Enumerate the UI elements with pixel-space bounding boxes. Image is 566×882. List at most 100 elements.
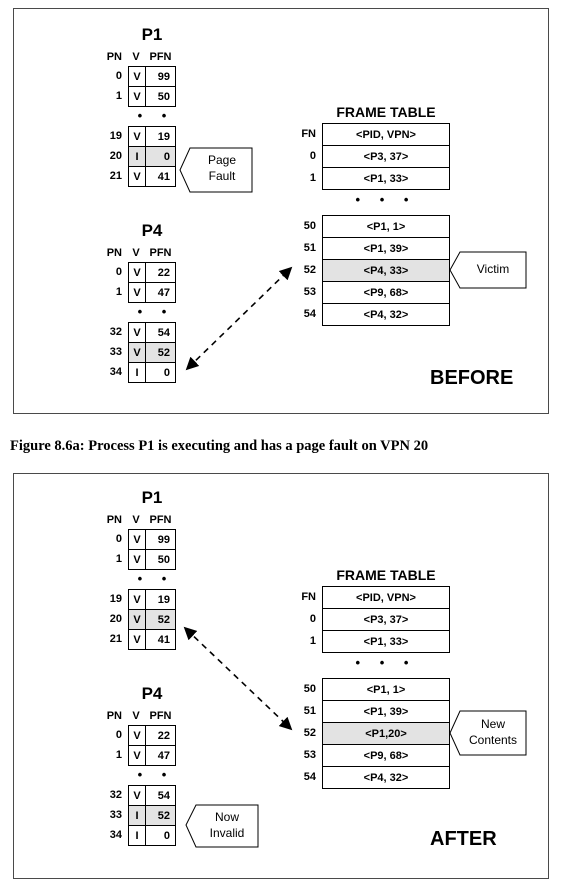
after-p4-valid-bit: I	[129, 826, 146, 845]
after-state-label: AFTER	[430, 828, 497, 850]
before-frame_table-frame-number: 52	[303, 264, 316, 276]
after-frame_table-frame-entry: <P1, 33>	[322, 630, 450, 653]
after-p1-page-number: 21	[109, 633, 122, 645]
after-frame_table-frame-number: 50	[303, 683, 316, 695]
before-frame_table-frame-entry: <P1, 39>	[322, 237, 450, 260]
before-p4-title: P4	[141, 221, 163, 240]
before-p1-pn-header: PN	[106, 51, 122, 63]
after-p1-pfn-value: 99	[157, 533, 170, 546]
after-p4-pfn-value: 0	[163, 829, 170, 842]
before-p4-pfn-value: 54	[157, 326, 170, 339]
after-p4-title: P4	[141, 684, 163, 703]
before-frame_table-title: FRAME TABLE	[336, 104, 436, 120]
before-p4-valid-bit: V	[129, 343, 146, 362]
after-p4-page-number: 32	[109, 789, 122, 801]
after-frame_table-title: FRAME TABLE	[336, 567, 436, 583]
after-p1-valid-bit: V	[129, 610, 146, 629]
before-state-label: BEFORE	[430, 367, 514, 389]
after-frame_table-frame-number: 51	[303, 705, 316, 717]
after-p4-valid-bit: V	[129, 746, 146, 765]
after-p1-title: P1	[141, 488, 163, 507]
after-p4-page-number: 0	[115, 729, 122, 741]
after-p1-pn-header: PN	[106, 514, 122, 526]
after-p1-valid-bit: V	[129, 530, 146, 549]
before-p4-pfn-value: 0	[163, 366, 170, 379]
after-new-contents-callout: New Contents	[468, 717, 518, 747]
before-p1-pfn-value: 0	[163, 150, 170, 163]
after-p4-valid-bit: V	[129, 726, 146, 745]
before-frame_table-ellipsis: • • •	[355, 192, 417, 207]
after-p4-v-header: V	[132, 710, 140, 722]
after-dashed-arrow	[183, 626, 293, 731]
after-p4-pfn-value: 47	[157, 749, 170, 762]
before-p4-valid-bit: V	[129, 283, 146, 302]
before-p4-valid-bit: I	[129, 363, 146, 382]
after-p1-valid-bit: V	[129, 630, 146, 649]
before-p1-page-number: 19	[109, 130, 122, 142]
before-frame_table-frame-number: 54	[303, 308, 316, 320]
before-p4-pn-header: PN	[106, 247, 122, 259]
before-page-fault-callout-shape	[179, 147, 253, 193]
before-p1-valid-bit: V	[129, 87, 146, 106]
before-p4-valid-bit: V	[129, 263, 146, 282]
figure-caption: Figure 8.6a: Process P1 is executing and…	[10, 438, 429, 454]
after-frame_table-frame-entry: <P9, 68>	[322, 744, 450, 767]
after-p4-pfn-value: 52	[157, 809, 170, 822]
after-frame_table-frame-number: 0	[309, 613, 316, 625]
after-p1-page-number: 0	[115, 533, 122, 545]
after-p1-entry-row: V 99	[128, 529, 176, 550]
after-p4-entry-row: V 47	[128, 745, 176, 766]
before-page-fault-callout: Page Fault	[207, 153, 237, 183]
after-new-contents-callout-shape	[449, 710, 527, 756]
after-frame_table-frame-number: 53	[303, 749, 316, 761]
after-now-invalid-callout: Now Invalid	[209, 810, 245, 840]
after-p4-pfn-header: PFN	[149, 710, 172, 722]
after-now-invalid-callout-shape	[185, 804, 259, 848]
before-p4-pfn-header: PFN	[149, 247, 172, 259]
after-frame_table-fn-header: FN	[301, 591, 316, 603]
before-frame_table-fn-header: FN	[301, 128, 316, 140]
before-p1-page-number: 21	[109, 170, 122, 182]
before-p1-pfn-value: 19	[157, 130, 170, 143]
before-p4-page-number: 32	[109, 326, 122, 338]
before-frame_table-frame-number: 0	[309, 150, 316, 162]
after-p1-page-number: 1	[115, 553, 122, 565]
before-p1-valid-bit: V	[129, 67, 146, 86]
before-p1-entry-row: V 99	[128, 66, 176, 87]
after-p1-v-header: V	[132, 514, 140, 526]
before-p1-pfn-value: 99	[157, 70, 170, 83]
before-frame_table-frame-number: 50	[303, 220, 316, 232]
before-p4-page-number: 33	[109, 346, 122, 358]
after-frame_table-frame-entry: <P4, 32>	[322, 766, 450, 789]
before-p4-page-number: 34	[109, 366, 122, 378]
before-p4-valid-bit: V	[129, 323, 146, 342]
after-frame_table-frame-number: 54	[303, 771, 316, 783]
before-p1-page-number: 0	[115, 70, 122, 82]
before-p4-page-number: 0	[115, 266, 122, 278]
before-frame_table-frame-number: 51	[303, 242, 316, 254]
before-p1-pfn-value: 41	[157, 170, 170, 183]
after-p4-valid-bit: I	[129, 806, 146, 825]
after-p1-pfn-header: PFN	[149, 514, 172, 526]
after-p1-entry-row: V 41	[128, 629, 176, 650]
before-p4-page-number: 1	[115, 286, 122, 298]
after-p1-pfn-value: 50	[157, 553, 170, 566]
before-frame_table-frame-entry: <P4, 32>	[322, 303, 450, 326]
after-frame_table-frame-number: 52	[303, 727, 316, 739]
before-p1-pfn-header: PFN	[149, 51, 172, 63]
before-victim-callout-shape	[449, 251, 527, 289]
after-p1-page-number: 19	[109, 593, 122, 605]
after-frame_table-frame-number: 1	[309, 635, 316, 647]
after-p1-pfn-value: 41	[157, 633, 170, 646]
before-p1-page-number: 20	[109, 150, 122, 162]
after-p1-page-number: 20	[109, 613, 122, 625]
before-p1-valid-bit: V	[129, 127, 146, 146]
